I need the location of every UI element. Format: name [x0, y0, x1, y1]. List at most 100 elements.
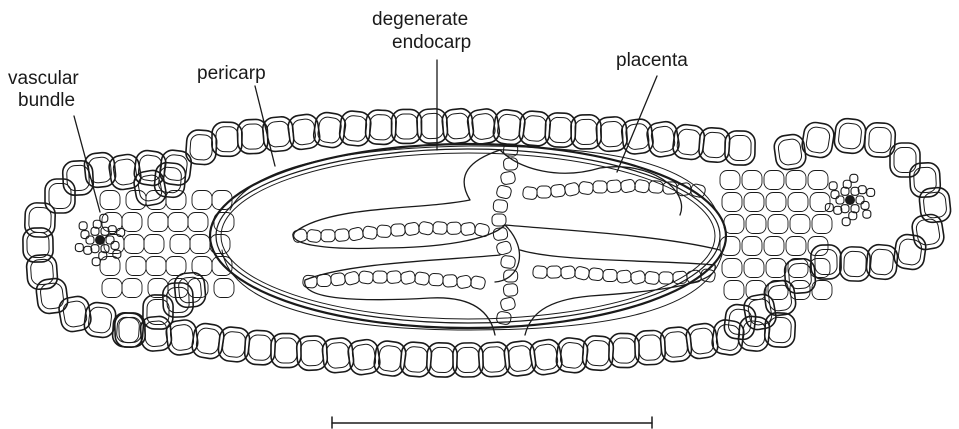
parenchyma-cell [812, 215, 832, 234]
outer-cell-lumen [49, 184, 71, 209]
outer-cell-lumen [351, 343, 377, 371]
placenta-cell [564, 182, 580, 197]
parenchyma-cell [744, 259, 764, 278]
bundle-cell [867, 188, 875, 196]
parenchyma-cell [722, 259, 742, 278]
placenta-cell [460, 222, 476, 236]
outer-cell [645, 120, 680, 159]
parenchyma-cell [188, 213, 208, 232]
placenta-cell [496, 185, 512, 200]
placenta-cell [456, 275, 472, 289]
parenchyma-cell [810, 193, 830, 212]
outer-cell-lumen [625, 123, 650, 150]
parenchyma-cell [144, 235, 164, 254]
parenchyma-cell [764, 237, 784, 256]
placenta-cell [344, 271, 361, 286]
outer-cell-lumen [167, 287, 190, 313]
parenchyma-cell [746, 281, 766, 300]
parenchyma-cell [744, 193, 764, 212]
outer-cell-lumen [805, 126, 831, 154]
placenta-cell [588, 267, 603, 281]
vascular-bundle-left [75, 214, 124, 265]
parenchyma-cell [808, 171, 828, 190]
placenta-cell [503, 158, 518, 171]
outer-cell-lumen [523, 115, 547, 142]
outer-cell [133, 149, 167, 187]
outer-cell-lumen [664, 331, 688, 358]
parenchyma-cell [790, 215, 810, 234]
placenta-cell [492, 214, 506, 226]
placenta-cell [616, 270, 631, 284]
bundle-cell [831, 191, 839, 199]
parenchyma-cell [168, 279, 188, 298]
placenta-cell [321, 230, 335, 242]
parenchyma-cell [166, 257, 186, 276]
outer-cell-lumen [715, 323, 741, 351]
parenchyma-cell [724, 281, 744, 300]
outer-cell-lumen [189, 134, 213, 160]
parenchyma-cell [788, 259, 808, 278]
parenchyma-cell [788, 193, 808, 212]
label-endocarp: endocarp [392, 32, 471, 53]
outer-cell [911, 213, 946, 251]
bundle-cell [75, 244, 83, 252]
placenta-cell [533, 266, 548, 279]
placenta-leader [617, 76, 657, 172]
scale-bar [332, 417, 652, 428]
placenta-cell [418, 221, 434, 236]
outer-cell-lumen [421, 113, 444, 139]
outer-cell-lumen [508, 345, 533, 372]
outer-cell-lumen [169, 324, 194, 352]
parenchyma-cell [122, 213, 142, 232]
placenta-cell [644, 271, 660, 285]
outer-cell-lumen [195, 327, 221, 355]
outer-cell-lumen [326, 342, 350, 369]
outer-cell-lumen [897, 238, 922, 266]
placenta-cell [330, 272, 346, 286]
placenta-cell [550, 184, 565, 198]
placenta-cell [447, 222, 461, 234]
outer-cell-lumen [369, 114, 392, 140]
parenchyma-cell [742, 237, 762, 256]
parenchyma-cell [146, 257, 166, 276]
outer-cell-lumen [549, 117, 572, 143]
placenta-cell [443, 274, 458, 287]
placenta-cell [578, 181, 594, 195]
placenta-cell [348, 227, 364, 242]
outer-cell-lumen [496, 113, 521, 141]
placenta-cell [634, 179, 650, 193]
placenta-cell [593, 181, 607, 193]
outer-cell-lumen [639, 335, 662, 361]
bundle-core [95, 235, 105, 245]
placenta-cell [358, 271, 374, 285]
bundle-cell [81, 231, 89, 239]
bundle-cell [856, 196, 864, 204]
placenta-cell [493, 199, 508, 212]
parenchyma-cell [170, 235, 190, 254]
placenta-cell [470, 275, 486, 290]
outer-cell [773, 133, 807, 171]
parenchyma-cell [720, 171, 740, 190]
outer-cell-lumen [838, 122, 862, 149]
outer-cell [893, 233, 927, 271]
parenchyma-cell [746, 215, 766, 234]
outer-cell-lumen [768, 317, 791, 343]
outer-cell [57, 295, 92, 334]
outer-cell-lumen [471, 112, 497, 140]
outer-cell [108, 153, 143, 191]
outer-cell-lumen [291, 118, 316, 146]
outer-cell [801, 121, 836, 159]
parenchyma-cell [166, 191, 186, 210]
placenta-cell [503, 283, 518, 296]
outer-cell-lumen [446, 112, 470, 139]
outer-cell-lumen [613, 338, 635, 363]
label-degenerate: degenerate [372, 9, 468, 30]
bundle-cell [86, 236, 94, 244]
parenchyma-cell [766, 259, 786, 278]
outer-cell-lumen [275, 338, 297, 363]
parenchyma-cell [168, 213, 188, 232]
placenta-cell [373, 271, 387, 283]
parenchyma-cell [126, 257, 146, 276]
outer-cell-lumen [689, 327, 714, 355]
